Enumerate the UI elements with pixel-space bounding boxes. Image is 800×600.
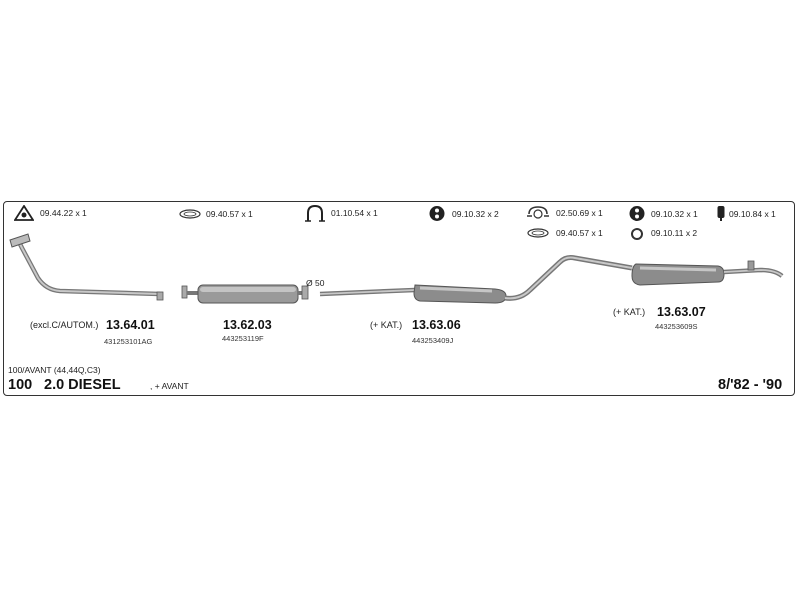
hardware-label-8: 09.10.84 x 1 (729, 209, 776, 219)
diagram-frame (3, 201, 795, 396)
hardware-label-2: 09.40.57 x 1 (206, 209, 253, 219)
u-clamp-icon (305, 204, 325, 222)
part-1-oe-number: 431253101AG (104, 337, 153, 346)
o-ring-icon (631, 228, 643, 240)
vehicle-variant: 100/AVANT (44,44Q,C3) (8, 365, 101, 375)
rubber-hanger-icon (629, 206, 645, 221)
hardware-label-5: 02.50.69 x 1 (556, 208, 603, 218)
vehicle-engine: 2.0 DIESEL (44, 377, 121, 393)
rear-silencer-drawing (631, 260, 784, 286)
triangle-gasket-icon (14, 205, 34, 221)
part-1-note: (excl.C/AUTOM.) (30, 320, 99, 330)
hardware-label-4: 09.10.32 x 2 (452, 209, 499, 219)
part-4-code: 13.63.07 (657, 305, 706, 319)
hardware-label-1: 09.44.22 x 1 (40, 208, 87, 218)
pipe-clamp-icon (527, 206, 549, 219)
hardware-label-6: 09.40.57 x 1 (556, 228, 603, 238)
part-2-code: 13.62.03 (223, 318, 272, 332)
front-pipe-drawing (9, 233, 188, 301)
ring-gasket-icon (179, 209, 201, 219)
hardware-label-3: 01.10.54 x 1 (331, 208, 378, 218)
vehicle-model: 100 (8, 377, 33, 393)
part-3-oe-number: 443253409J (412, 336, 454, 345)
part-1-code: 13.64.01 (106, 318, 155, 332)
part-2-oe-number: 443253119F (222, 334, 264, 343)
part-4-oe-number: 443253609S (655, 322, 698, 331)
centre-silencer-drawing (319, 255, 633, 304)
vehicle-body: , + AVANT (150, 381, 189, 391)
hardware-label-9: 09.10.11 x 2 (651, 228, 698, 238)
rubber-block-icon (717, 206, 725, 221)
middle-silencer-drawing (187, 284, 309, 304)
pipe-diameter-label: Ø 50 (306, 278, 325, 288)
ring-gasket-icon (527, 228, 549, 238)
part-3-code: 13.63.06 (412, 318, 461, 332)
part-4-note: (+ KAT.) (613, 307, 646, 317)
vehicle-years: 8/'82 - '90 (718, 377, 783, 393)
part-3-note: (+ KAT.) (370, 320, 403, 330)
rubber-hanger-icon (429, 206, 445, 221)
hardware-label-7: 09.10.32 x 1 (651, 209, 698, 219)
